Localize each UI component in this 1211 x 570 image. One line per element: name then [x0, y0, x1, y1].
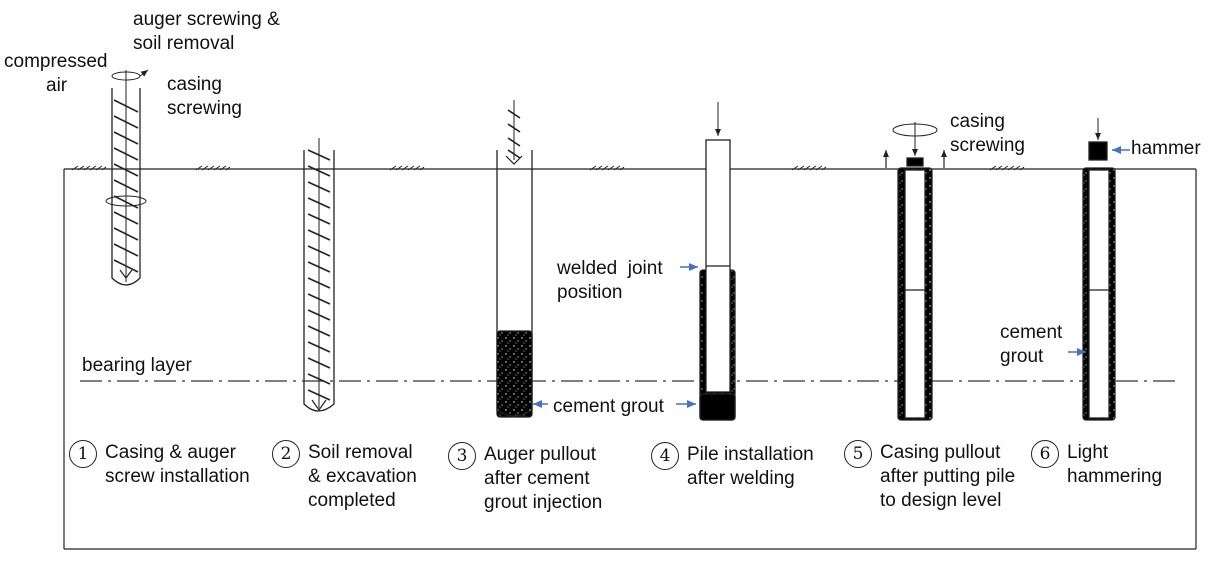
- step-3-caption: 3 Auger pullout after cement grout injec…: [448, 442, 602, 515]
- step-2-caption: 2 Soil removal & excavation completed: [272, 440, 417, 513]
- ground-hatching: [71, 165, 1025, 171]
- pile-stage-4: [699, 102, 736, 421]
- step-4-caption: 4 Pile installation after welding: [651, 442, 814, 491]
- pile-stage-3: [496, 100, 533, 418]
- label-welded-joint: welded joint position: [557, 258, 663, 303]
- pile-stage-1: [105, 69, 149, 286]
- step-1-caption: 1 Casing & auger screw installation: [69, 440, 250, 489]
- step-1-number: 1: [69, 440, 97, 468]
- step-6-caption: 6 Light hammering: [1031, 440, 1162, 489]
- step-6-number: 6: [1031, 440, 1059, 468]
- label-hammer: hammer: [1131, 138, 1201, 159]
- pile-stage-2: [303, 138, 335, 412]
- step-2-number: 2: [272, 440, 300, 468]
- annotation-arrows: [533, 146, 1130, 408]
- ground-frame: [63, 168, 1197, 550]
- step-5-number: 5: [844, 440, 872, 468]
- pile-stage-6: [1082, 118, 1116, 421]
- label-casing-screwing-5: casing screwing: [950, 111, 1025, 156]
- pile-stage-5: [883, 122, 947, 421]
- label-casing-screwing-1: casing screwing: [167, 74, 242, 119]
- step-5-caption: 5 Casing pullout after putting pile to d…: [844, 440, 1015, 513]
- step-3-number: 3: [448, 442, 476, 470]
- label-cement-grout-6: cement grout: [1000, 322, 1063, 367]
- label-bearing-layer: bearing layer: [82, 355, 192, 376]
- label-auger-screwing: auger screwing & soil removal: [133, 9, 280, 54]
- label-compressed-air: compressed air: [4, 51, 108, 96]
- label-cement-grout: cement grout: [553, 396, 664, 417]
- step-4-number: 4: [651, 442, 679, 470]
